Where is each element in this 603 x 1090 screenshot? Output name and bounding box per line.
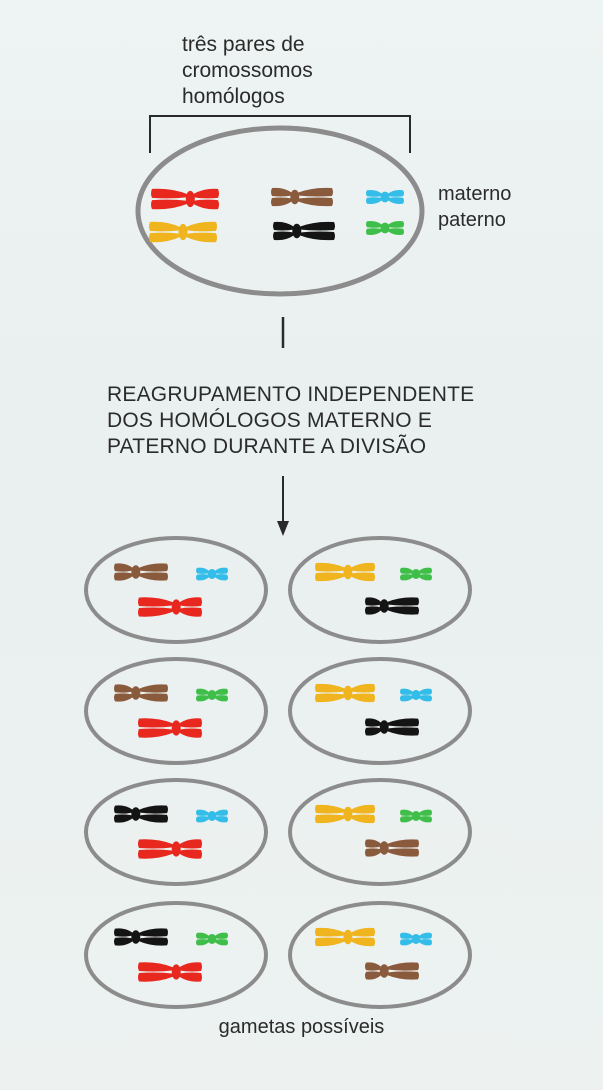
gamete-pair2 bbox=[114, 684, 168, 702]
gamete-pair3 bbox=[400, 809, 432, 823]
gamete-cell-5 bbox=[84, 778, 268, 886]
parent-chromosomes bbox=[149, 187, 404, 243]
gamete-pair1 bbox=[138, 718, 202, 738]
gamete-pair1 bbox=[315, 927, 375, 947]
gamete-outline bbox=[84, 657, 268, 765]
parent-cell bbox=[135, 125, 425, 297]
gamete-pair1 bbox=[315, 562, 375, 582]
gamete-outline bbox=[288, 657, 472, 765]
gamete-cell-4 bbox=[288, 657, 472, 765]
gamete-pair2 bbox=[114, 563, 168, 581]
gamete-pair1 bbox=[315, 804, 375, 824]
gamete-pair3 bbox=[400, 567, 432, 581]
gamete-pair3 bbox=[196, 932, 228, 946]
gamete-outline bbox=[288, 778, 472, 886]
gamete-pair3 bbox=[196, 688, 228, 702]
gamete-pair1 bbox=[138, 597, 202, 617]
independent-assortment-label-line-3: PATERNO DURANTE A DIVISÃO bbox=[107, 435, 427, 458]
gamete-cell-6 bbox=[288, 778, 472, 886]
arrow-head bbox=[277, 521, 289, 536]
homologous-pairs-label-line-1: três pares de bbox=[182, 33, 305, 56]
gamete-outline bbox=[84, 778, 268, 886]
paternal-label: paterno bbox=[438, 209, 506, 231]
gamete-pair3 bbox=[400, 688, 432, 702]
bracket bbox=[149, 115, 411, 153]
gametes bbox=[84, 536, 472, 1009]
parent-pair3-maternal bbox=[366, 190, 404, 204]
maternal-label: materno bbox=[438, 183, 512, 205]
gamete-pair1 bbox=[138, 839, 202, 859]
possible-gametes-label: gametas possíveis bbox=[218, 1016, 385, 1038]
independent-assortment-label-line-1: REAGRUPAMENTO INDEPENDENTE bbox=[107, 383, 475, 406]
gamete-pair3 bbox=[196, 567, 228, 581]
homologous-pairs-label: três pares de cromossomos homólogos bbox=[182, 32, 382, 110]
parent-pair1-paternal bbox=[149, 221, 217, 243]
gamete-pair2 bbox=[365, 597, 419, 615]
gamete-cell-3 bbox=[84, 657, 268, 765]
gamete-outline bbox=[84, 536, 268, 644]
independent-assortment-label: REAGRUPAMENTO INDEPENDENTE DOS HOMÓLOGOS… bbox=[107, 382, 587, 460]
gamete-pair2 bbox=[114, 928, 168, 946]
homologous-pairs-label-line-3: homólogos bbox=[182, 85, 285, 108]
gamete-pair1 bbox=[138, 962, 202, 982]
gamete-pair3 bbox=[196, 809, 228, 823]
gamete-pair2 bbox=[365, 718, 419, 736]
gamete-pair2 bbox=[365, 839, 419, 857]
gamete-pair2 bbox=[365, 962, 419, 980]
gamete-cell-8 bbox=[288, 901, 472, 1009]
gamete-outline bbox=[288, 536, 472, 644]
parent-pair2-maternal bbox=[271, 187, 333, 207]
gamete-cell-7 bbox=[84, 901, 268, 1009]
gamete-pair2 bbox=[114, 805, 168, 823]
parent-pair1-maternal bbox=[151, 188, 219, 210]
parent-pair2-paternal bbox=[273, 221, 335, 241]
independent-assortment-label-line-2: DOS HOMÓLOGOS MATERNO E bbox=[107, 409, 433, 432]
homologous-pairs-label-line-2: cromossomos bbox=[182, 59, 313, 82]
gamete-pair3 bbox=[400, 932, 432, 946]
gamete-cell-1 bbox=[84, 536, 268, 644]
parent-pair3-paternal bbox=[366, 221, 404, 235]
gamete-outline bbox=[84, 901, 268, 1009]
gamete-outline bbox=[288, 901, 472, 1009]
gamete-cell-2 bbox=[288, 536, 472, 644]
gamete-pair1 bbox=[315, 683, 375, 703]
